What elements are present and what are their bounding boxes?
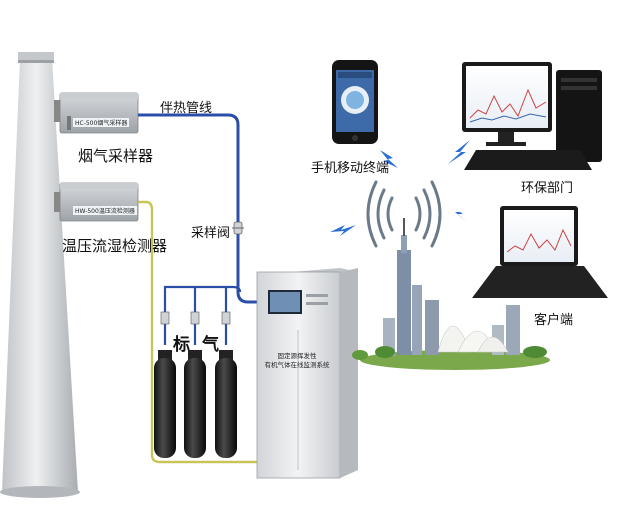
- temp-pressure-flow-detector-device: [54, 182, 139, 222]
- signal-cable: [138, 200, 257, 464]
- sampling-valve-label: 采样阀: [191, 226, 231, 241]
- client-label: 客户端: [534, 313, 574, 328]
- flue-gas-sampler-device: [54, 92, 139, 134]
- mobile-terminal-label: 手机移动终端: [311, 161, 390, 176]
- lightning-bolts: [330, 140, 470, 236]
- laptop-computer: [472, 206, 608, 298]
- cabinet-title-line2: 有机气体在线监测系统: [264, 361, 330, 369]
- sampling-valve-icon: [232, 221, 244, 235]
- chimney: [0, 52, 80, 498]
- cabinet-title-line1: 固定源挥发性: [277, 352, 317, 360]
- gas-cylinders: [154, 311, 237, 458]
- standard-gas-label-left: 标: [173, 335, 190, 355]
- wireless-signal-icon: [366, 180, 442, 248]
- thp-detector-label: 温压流湿检测器: [62, 237, 168, 255]
- desktop-computer: [462, 62, 602, 170]
- heat-tracing-line: [138, 113, 257, 304]
- heat-trace-line-label: 伴热管线: [160, 101, 213, 116]
- mobile-phone: [332, 60, 378, 144]
- detector-device-tag: HW-500温压流检测器: [73, 206, 137, 215]
- standard-gas-label-right: 气: [202, 335, 219, 355]
- city-skyline: [352, 218, 550, 370]
- sampler-device-tag: HC-500烟气采样器: [73, 118, 130, 127]
- analyzer-cabinet: [256, 268, 358, 479]
- env-department-label: 环保部门: [521, 181, 574, 196]
- flue-sampler-label: 烟气采样器: [78, 147, 154, 165]
